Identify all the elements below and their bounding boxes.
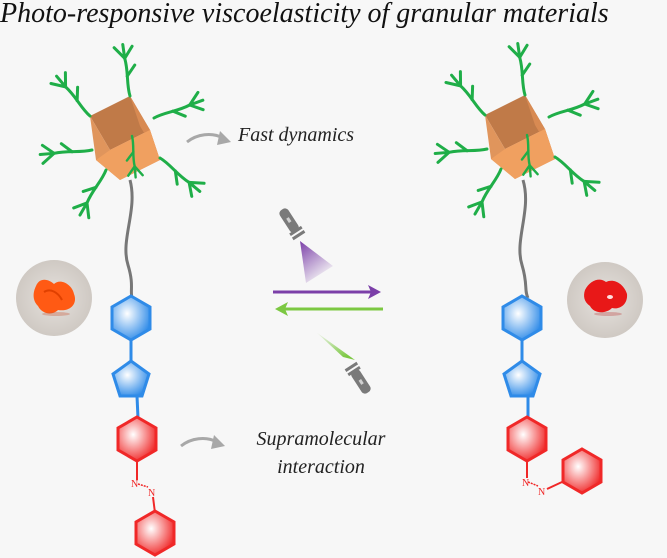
supramolecular-label-line1: Supramolecular [256, 428, 386, 450]
left-sample-photo [16, 260, 92, 336]
right-sample-photo [567, 262, 643, 338]
visible-flashlight-icon [344, 361, 374, 397]
visible-light-beam [316, 332, 355, 360]
left-blue-hexagon [110, 294, 152, 342]
fast-dynamics-arrow [185, 129, 233, 147]
right-azo-n2: N [538, 487, 545, 498]
forward-arrow-uv [273, 285, 381, 299]
left-terminal-red-hexagon [134, 509, 176, 557]
reverse-arrow-visible [275, 302, 383, 316]
right-blue-pentagon [502, 359, 542, 398]
uv-flashlight-icon [276, 205, 306, 241]
left-molecule: N N [39, 43, 206, 557]
left-azo-double-bond [137, 483, 149, 488]
right-nanoparticle-cube [434, 42, 601, 218]
right-azo-bond-side [546, 481, 563, 490]
right-azo-double-bond [527, 481, 539, 487]
supramolecular-arrow [179, 433, 227, 451]
uv-light-beam [300, 241, 333, 283]
figure-title: Photo-responsive viscoelasticity of gran… [0, 0, 609, 29]
left-blue-pentagon [111, 359, 151, 398]
left-azo-n1: N [131, 479, 138, 490]
supramolecular-label-line2: interaction [277, 456, 365, 478]
left-red-hexagon [116, 415, 158, 463]
right-azo-n1: N [522, 478, 529, 489]
right-red-hexagon [506, 415, 548, 463]
fast-dynamics-label: Fast dynamics [238, 124, 355, 146]
left-bond-2 [135, 395, 140, 419]
left-azo-n2: N [148, 488, 155, 499]
right-terminal-red-hexagon [561, 447, 603, 495]
left-linker-chain [124, 179, 134, 299]
left-nanoparticle-cube [39, 43, 206, 219]
right-linker-chain [518, 179, 530, 299]
right-blue-hexagon [501, 294, 543, 342]
right-molecule: N N [434, 42, 603, 498]
